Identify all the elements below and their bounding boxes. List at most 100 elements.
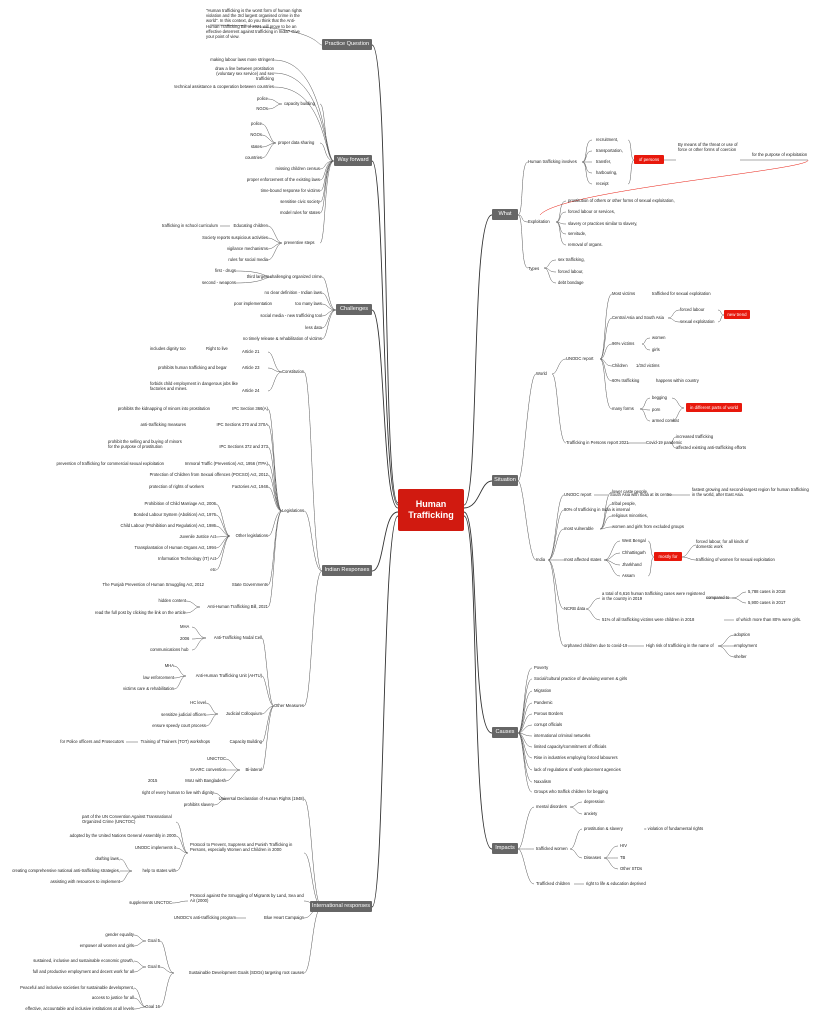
node-diseases[interactable]: Diseases [584,855,602,860]
node-cell-item[interactable]: MHA [180,624,190,629]
node-diff-parts[interactable]: in different parts of world [686,403,742,412]
node-punjab[interactable]: The Punjab Prevention of Human Smuggling… [102,582,205,587]
node-hidden[interactable]: hidden content [158,598,186,603]
node-cell-item[interactable]: communications hub [150,647,189,652]
node-judicial-item[interactable]: ensure speedy court process [152,723,206,728]
node-exploitation-item[interactable]: forced labour or services, [568,209,616,214]
node-80-internal[interactable]: 80% of trafficking in India is internal [564,507,630,512]
node-cause[interactable]: Rise in industries employing forced labo… [534,755,618,760]
node-unodc-impl[interactable]: UNODC implements it [134,845,176,850]
node-wf-item[interactable]: time-bound response for victims [260,188,320,193]
node-itpa-l[interactable]: prevention of trafficking for commercial… [56,461,164,466]
node-ahtu-item[interactable]: law enforcement [143,675,174,680]
branch-way-forward[interactable]: Way forward [334,155,372,166]
node-cause[interactable]: Groups who traffick children for begging [534,789,608,794]
node-udhr-item[interactable]: right of every human to live with dignit… [141,790,214,795]
node-exploitation-item[interactable]: servitude, [568,231,587,236]
node-goal5[interactable]: Goal 5 [147,938,160,943]
node-art21-l[interactable]: Right to live [206,346,228,351]
node-mental-item[interactable]: anxiety [584,811,598,816]
branch-situation[interactable]: Situation [492,475,518,486]
node-data-item[interactable]: police [251,121,262,126]
node-compared-to[interactable]: compared to [706,595,730,600]
node-cause[interactable]: Naxalism [534,779,552,784]
branch-indian-responses[interactable]: Indian Responses [322,565,372,576]
node-vulnerable-item[interactable]: lower caste people, [612,489,649,494]
node-judicial[interactable]: Judicial Colloquium [225,711,262,716]
node-ipc370[interactable]: IPC Sections 370 and 370A [216,422,268,427]
node-challenge[interactable]: less data [305,325,322,330]
node-udhr[interactable]: Universal Declaration of Human Rights (1… [218,796,304,801]
node-96-item[interactable]: women [652,335,666,340]
node-other-leg-item[interactable]: Child Labour (Prohibition and Regulation… [120,523,216,528]
node-exploitation-item[interactable]: removal of organs. [568,242,603,247]
node-goal5-item[interactable]: empower all women and girls [79,943,134,948]
node-children-val[interactable]: 1/3rd victims [636,363,660,368]
node-act[interactable]: recruitment, [596,137,619,142]
node-capacity-item[interactable]: NGOs [256,106,268,111]
node-of-persons[interactable]: of persons [634,155,664,164]
node-96-victims[interactable]: 96% victims [612,341,635,346]
node-cell[interactable]: Anti-Trafficking Nodal Cell [213,635,262,640]
node-ipc372[interactable]: IPC Sections 372 and 373 [219,444,268,449]
node-protocol[interactable]: Protocol to Prevent, Suppress and Punish… [190,842,293,853]
node-help-item[interactable]: creating comprehensive national anti-tra… [12,868,120,873]
node-many-forms[interactable]: many forms [612,406,634,411]
node-challenge[interactable]: too many laws [295,301,322,306]
node-art23-l[interactable]: prohibits human trafficking and begar [158,365,227,370]
node-goal8[interactable]: Goal 8 [147,964,160,969]
node-risk-item[interactable]: shelter [734,654,747,659]
node-ipc366[interactable]: IPC Section 366(A) [232,406,268,411]
node-second[interactable]: second - weapons [202,280,236,285]
node-cause[interactable]: Porous Borders [534,711,564,716]
node-orphaned[interactable]: orphaned children due to covid-19 [564,643,628,648]
node-challenge[interactable]: no timely release & rehabilitation of vi… [242,336,322,341]
center-topic[interactable]: Human Trafficking [398,489,464,531]
node-india[interactable]: India [536,557,546,562]
node-constitution[interactable]: Constitution [282,369,305,374]
node-blueheart[interactable]: Blue Heart Campaign [263,915,304,920]
node-judicial-item[interactable]: sensitize judicial officers [161,712,206,717]
node-ahtu-item[interactable]: victims care & rehabilitation [123,686,174,691]
node-capacity-building[interactable]: Capacity Building [229,739,262,744]
node-preventive-item[interactable]: vigilance mechanisms [227,246,268,251]
node-ncrb[interactable]: NCRB data [564,606,586,611]
node-bill2021[interactable]: Anti-Human Trafficking Bill, 2021 [207,604,268,609]
node-blueheart-l[interactable]: UNODC's anti-trafficking program [173,915,236,920]
node-ahtu[interactable]: Anti-Human Trafficking Unit (AHTU) [195,673,262,678]
node-form[interactable]: armed combat [652,418,679,423]
node-children[interactable]: Children [612,363,628,368]
node-new-trend[interactable]: new trend [724,310,750,319]
node-act[interactable]: transfer, [596,159,612,164]
node-exploitation-item[interactable]: prostitution of others or other forms of… [568,198,675,203]
node-violation[interactable]: = violation of fundamental rights [644,826,704,831]
node-unodc-report[interactable]: UNODC report [566,356,594,361]
node-cause[interactable]: corrupt officials [534,722,563,727]
node-wf-item[interactable]: sensitise civic society [280,199,320,204]
node-practice-question[interactable]: "Human trafficking is the worst form of … [206,8,302,40]
node-type-item[interactable]: sex trafficking, [558,257,585,262]
node-act[interactable]: transportation, [596,148,623,153]
node-smuggling[interactable]: Protocol against the Smuggling of Migran… [190,893,304,904]
node-wf-item[interactable]: draw a line between prostitution (volunt… [215,66,274,82]
node-factories-l[interactable]: protection of rights of workers [149,484,204,489]
node-purpose[interactable]: for the purpose of exploitation [752,152,808,157]
node-ncrb-children[interactable]: 51% of all trafficking victims were chil… [602,617,695,622]
node-state-govts[interactable]: State Governments [231,582,268,587]
node-form[interactable]: begging [652,395,667,400]
node-first[interactable]: first - drugs [215,268,236,273]
node-risk-item[interactable]: employment [734,643,757,648]
node-ncrb-cmp[interactable]: 5,900 cases in 2017 [748,600,786,605]
node-goal16-item[interactable]: Peaceful and inclusive societies for sus… [20,985,134,990]
node-ncrb-cmp[interactable]: 5,788 cases in 2018 [748,589,786,594]
node-cause[interactable]: limited capacity/commitment of officials [534,744,607,749]
node-children-val[interactable]: right to life & education deprived [586,881,646,886]
node-totp[interactable]: Training of Trainers (TOT) workshops [140,739,210,744]
node-goal16-item[interactable]: access to justice for all [91,995,134,1000]
node-mental-item[interactable]: depression [584,799,605,804]
node-vulnerable-item[interactable]: women and girls from excluded groups [612,524,684,529]
node-exploitation-item[interactable]: slavery or practices similar to slavery, [568,221,638,226]
node-cause[interactable]: international criminal networks [534,733,591,738]
node-bilateral-item[interactable]: MoU with Bangladesh [185,778,226,783]
node-other-leg-item[interactable]: Information Technology (IT) Act [158,556,216,561]
